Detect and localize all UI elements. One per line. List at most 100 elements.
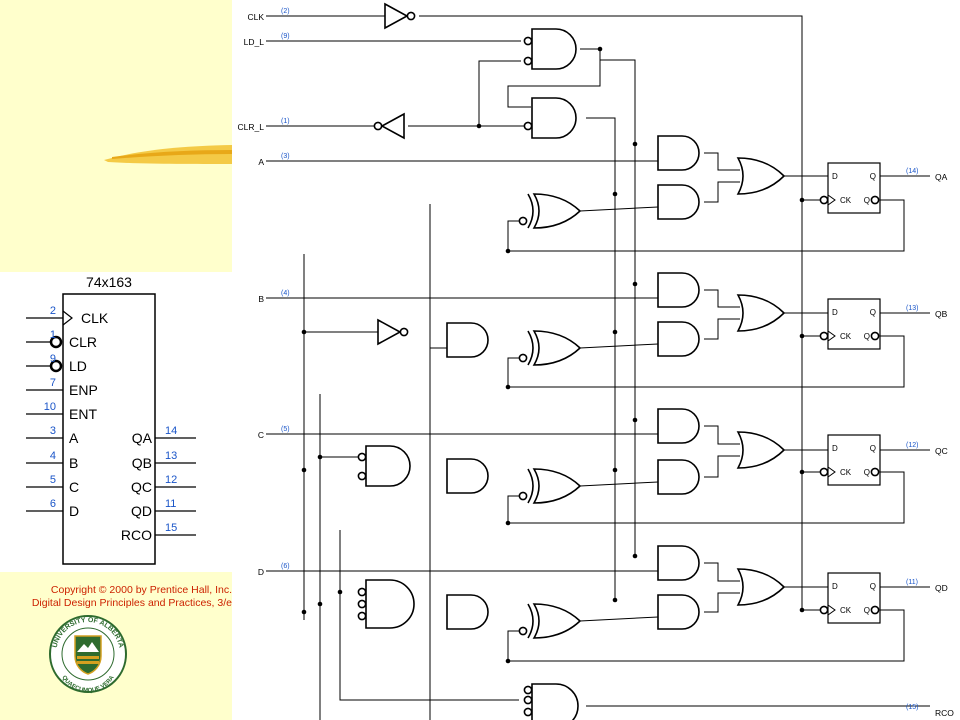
bit-xor-3 [532,603,582,639]
output-pin-number: (12) [906,442,918,449]
chip-pin-label: QD [131,503,152,519]
chip-pin-number: 3 [50,425,56,437]
input-pin-number: (3) [281,153,290,160]
bit-xor-1 [532,330,582,366]
flipflop-0 [827,162,881,214]
junction-dot [597,46,603,52]
flipflop-1 [827,298,881,350]
bit-or-2 [736,431,786,469]
junction-dot [632,553,638,559]
output-pin-number: (13) [906,305,918,312]
bit-or-1 [736,294,786,332]
chip-pin-number: 15 [165,522,177,534]
load-and-gate [531,28,577,70]
input-label-d: D [258,567,264,577]
input-pin-number: (1) [281,118,290,125]
clear-and-gate [531,97,577,139]
symbol-panel [0,272,232,572]
input-label-b: B [258,294,264,304]
chip-pin-label: QC [131,479,152,495]
chip-title: 74x163 [86,274,132,290]
input-label-c: C [258,430,264,440]
output-label-rco: RCO [935,708,954,718]
ff-ck-label: CK [840,606,852,615]
junction-dot [301,329,307,335]
chip-pin-label: RCO [121,527,152,543]
junction-dot [612,191,618,197]
chip-pin-label: LD [69,358,87,374]
output-label-qb: QB [935,309,948,319]
chip-pin-ld: 9 LD [26,353,87,374]
input-pin-number: (6) [281,563,290,570]
ff-q-label: Q [870,172,876,181]
bit-xor-2 [532,468,582,504]
bit-and-load-2 [657,408,700,444]
logo-shield-icon [74,635,102,675]
carry-inverter [377,318,402,346]
junction-dot [632,281,638,287]
chip-pin-rco: 15 RCO [121,522,196,543]
ff-qn-label: Q [864,468,870,477]
output-label-qc: QC [935,446,948,456]
bit-and-count-3 [657,594,700,630]
input-pin-number: (4) [281,290,290,297]
book-title-line: Digital Design Principles and Practices,… [31,597,232,609]
bit-or-0 [736,157,786,195]
chip-pin-label: CLK [81,310,109,326]
bit-and-load-3 [657,545,700,581]
output-pin-number: (14) [906,168,918,175]
junction-dot [505,248,511,254]
chip-pin-label: ENP [69,382,98,398]
ff-ck-label: CK [840,332,852,341]
bit-and-load-1 [657,272,700,308]
chip-pin-label: B [69,455,78,471]
junction-dot [799,333,805,339]
ff-q-label: Q [870,444,876,453]
junction-dot [337,589,343,595]
junction-dot [632,141,638,147]
university-logo: UNIVERSITY OF ALBERTA QUAECUMQUE VERA [49,615,127,694]
chip-pin-number: 10 [44,401,56,413]
carry-and-c [446,458,489,494]
junction-dot [799,197,805,203]
chip-pin-label: QA [132,430,153,446]
input-pin-number: (2) [281,8,290,15]
junction-dot [799,469,805,475]
chip-pin-number: 7 [50,377,56,389]
bit-and-count-2 [657,459,700,495]
ff-d-label: D [832,308,838,317]
enable-and-c [365,445,411,487]
input-label-a: A [258,157,264,167]
clk-inverter [384,2,409,30]
chip-pin-number: 9 [50,353,56,365]
junction-dot [632,417,638,423]
junction-dot [317,601,323,607]
input-pin-number: (5) [281,426,290,433]
ff-d-label: D [832,582,838,591]
junction-dot [505,658,511,664]
ff-q-label: Q [870,582,876,591]
chip-body [62,293,156,565]
output-pin-number: (11) [906,579,918,586]
flipflop-2 [827,434,881,486]
chip-pin-number: 4 [50,450,56,462]
junction-dot [476,123,482,129]
carry-and-b [446,322,489,358]
ff-q-label: Q [870,308,876,317]
input-label-clk: CLK [247,12,264,22]
junction-dot [612,467,618,473]
chip-pin-label: QB [132,455,152,471]
bit-xor-0 [532,193,582,229]
ff-qn-label: Q [864,332,870,341]
